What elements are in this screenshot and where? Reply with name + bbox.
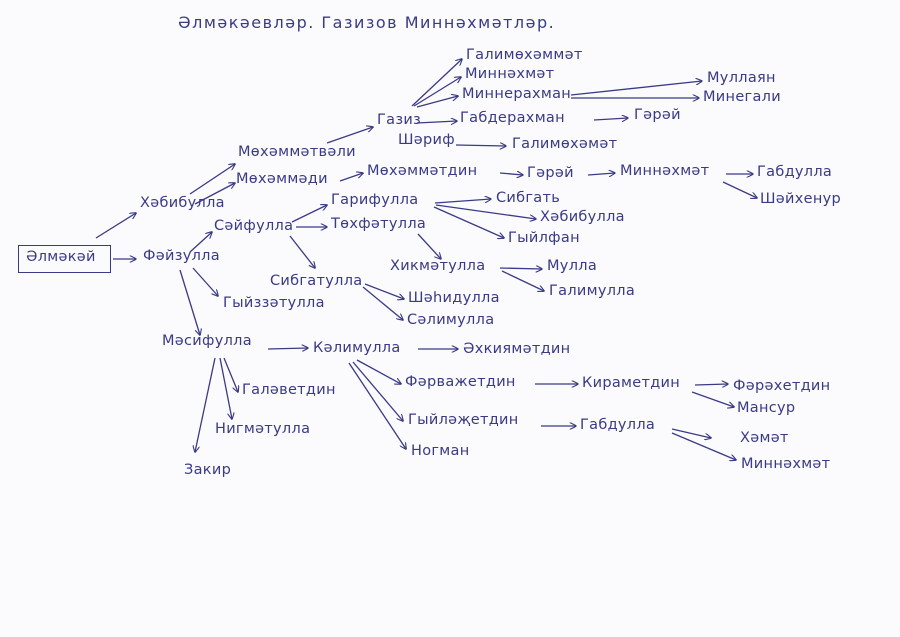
- arrow-gabdulla-to-khamat: [671, 428, 711, 438]
- node-sharif: Шәриф: [398, 132, 455, 148]
- arrow-kirametdin-to-mansur: [691, 391, 734, 407]
- arrow-gaziz-to-minnakhmat: [413, 77, 461, 107]
- arrow-mokhammatdin-to-garay: [499, 173, 523, 175]
- node-khabibulla-2: Хәбибулла: [540, 209, 625, 225]
- node-masifulla: Мәсифулла: [162, 333, 252, 349]
- node-mansur: Мансур: [737, 400, 796, 416]
- node-farakhetdin: Фәрәхетдин: [733, 378, 831, 394]
- node-galimokhammat: Галимөхәммәт: [466, 47, 583, 63]
- node-shaykhenur: Шәйхенур: [760, 191, 842, 207]
- node-minegali: Минегали: [703, 89, 781, 105]
- arrow-fayzulla-to-sayfulla: [189, 232, 212, 253]
- node-garay-2: Гәрәй: [527, 165, 574, 181]
- root-box: [18, 245, 111, 273]
- arrow-garifulla-to-khabibulla: [435, 204, 536, 219]
- arrow-fayzulla-to-masifulla: [179, 269, 200, 335]
- arrow-khikmatulla-to-mulla: [499, 268, 542, 269]
- arrow-mokhammatvali-to-gaziz: [326, 127, 373, 144]
- arrow-sayfulla-to-garifulla: [291, 205, 327, 223]
- node-shakhidulla: Шәһидулла: [408, 290, 500, 306]
- arrow-tokhfatulla-to-khikmatulla: [417, 233, 441, 259]
- node-nigmatulla: Нигмәтулла: [215, 421, 311, 437]
- node-sibgatulla: Сибгатулла: [270, 273, 363, 289]
- arrow-minnakhmat-to-shaykhenur: [722, 181, 757, 198]
- arrow-sibgatulla-to-shakhidulla: [364, 283, 404, 299]
- arrow-kalimulla-to-gyilazhetdin: [352, 361, 403, 421]
- node-gabderakhman: Габдерахман: [460, 110, 565, 126]
- node-garifulla: Гарифулла: [331, 192, 419, 208]
- arrow-masifulla-to-kalimulla: [267, 348, 308, 349]
- node-kirametdin: Кираметдин: [582, 375, 681, 391]
- arrow-gaziz-to-gabderakhman: [416, 121, 457, 123]
- root-name: Әлмәкәй: [26, 249, 96, 265]
- node-sibgat: Сибгать: [496, 190, 561, 206]
- node-gyilfan: Гыйлфан: [508, 230, 580, 246]
- node-khikmatulla: Хикмәтулла: [390, 258, 486, 274]
- arrow-fayzulla-to-gyizzatulla: [192, 267, 218, 296]
- node-galimokhamat: Галимөхәмәт: [512, 136, 618, 152]
- arrow-khabibulla-to-mokhammatvali: [189, 164, 235, 195]
- arrow-khabibulla-to-mokhammadi: [194, 183, 235, 205]
- node-tokhfatulla: Төхфәтулла: [331, 216, 427, 232]
- node-khamat: Хәмәт: [740, 430, 789, 446]
- node-galimulla: Галимулла: [549, 283, 636, 299]
- arrow-kalimulla-to-farvazhetdin: [356, 359, 401, 384]
- node-fayzulla: Фәйзулла: [143, 248, 220, 264]
- node-mokhammatvali: Мөхәммәтвәли: [238, 144, 356, 160]
- node-nogman: Ногман: [411, 443, 470, 459]
- page-title: Әлмәкәевләр. Газизов Миннәхмәтләр.: [178, 13, 556, 32]
- node-gaziz: Газиз: [377, 112, 422, 128]
- node-kalimulla: Кәлимулла: [313, 340, 401, 356]
- arrow-masifulla-to-zakir: [195, 357, 216, 452]
- node-mokhammatdin: Мөхәммәтдин: [367, 163, 478, 179]
- node-gyizzatulla: Гыйззәтулла: [223, 295, 325, 311]
- arrow-minnerakhman-to-mullayan: [570, 81, 702, 96]
- node-galavetdin: Галәветдин: [242, 382, 336, 398]
- arrow-masifulla-to-galavetdin: [223, 357, 238, 392]
- arrow-garay-to-minnakhmat: [587, 173, 615, 175]
- node-sayfulla: Сәйфулла: [214, 218, 294, 234]
- node-khabibulla: Хәбибулла: [140, 195, 225, 211]
- node-minnakhmat-1: Миннәхмәт: [465, 66, 555, 82]
- node-garay-1: Гәрәй: [634, 107, 681, 123]
- node-mulla: Мулла: [547, 258, 598, 274]
- arrow-gabderakhman-to-garay: [593, 118, 628, 120]
- node-mokhammadi: Мөхәммәди: [236, 171, 328, 187]
- arrow-gaziz-to-galimokhammat: [411, 59, 462, 107]
- node-salimulla: Сәлимулла: [407, 312, 495, 328]
- arrow-sharif-to-galimokhamat: [455, 145, 506, 146]
- arrow-masifulla-to-nigmatulla: [219, 357, 232, 419]
- arrow-garifulla-to-gyilfan: [433, 206, 504, 238]
- arrow-gaziz-to-minnerakhman: [416, 96, 458, 108]
- node-minnakhmat-2: Миннәхмәт: [620, 163, 710, 179]
- node-akhkiyametdin: Әхкиямәтдин: [463, 341, 571, 357]
- node-gabdulla-2: Габдулла: [580, 417, 656, 433]
- node-minnakhmat-3: Миннәхмәт: [741, 456, 831, 472]
- arrow-mokhammadi-to-mokhammatdin: [339, 173, 363, 182]
- arrow-sayfulla-to-sibgatulla: [289, 235, 315, 268]
- node-minnerakhman: Миннерахман: [462, 86, 572, 102]
- arrow-kirametdin-to-farakhetdin: [694, 384, 728, 385]
- arrow-sibgatulla-to-salimulla: [362, 286, 403, 320]
- node-zakir: Закир: [184, 462, 232, 478]
- arrow-garifulla-to-sibgat: [434, 199, 491, 204]
- arrow-khikmatulla-to-galimulla: [501, 270, 544, 291]
- arrow-root-to-khabibulla: [95, 213, 136, 239]
- arrow-kalimulla-to-nogman: [348, 362, 406, 449]
- node-mullayan: Муллаян: [707, 70, 776, 86]
- arrow-gabdulla-to-minnakhmat: [671, 432, 736, 460]
- node-gabdulla-1: Габдулла: [757, 164, 833, 180]
- node-farvazhetdin: Фәрважетдин: [405, 374, 516, 390]
- node-gyilazhetdin: Гыйләҗетдин: [408, 412, 519, 428]
